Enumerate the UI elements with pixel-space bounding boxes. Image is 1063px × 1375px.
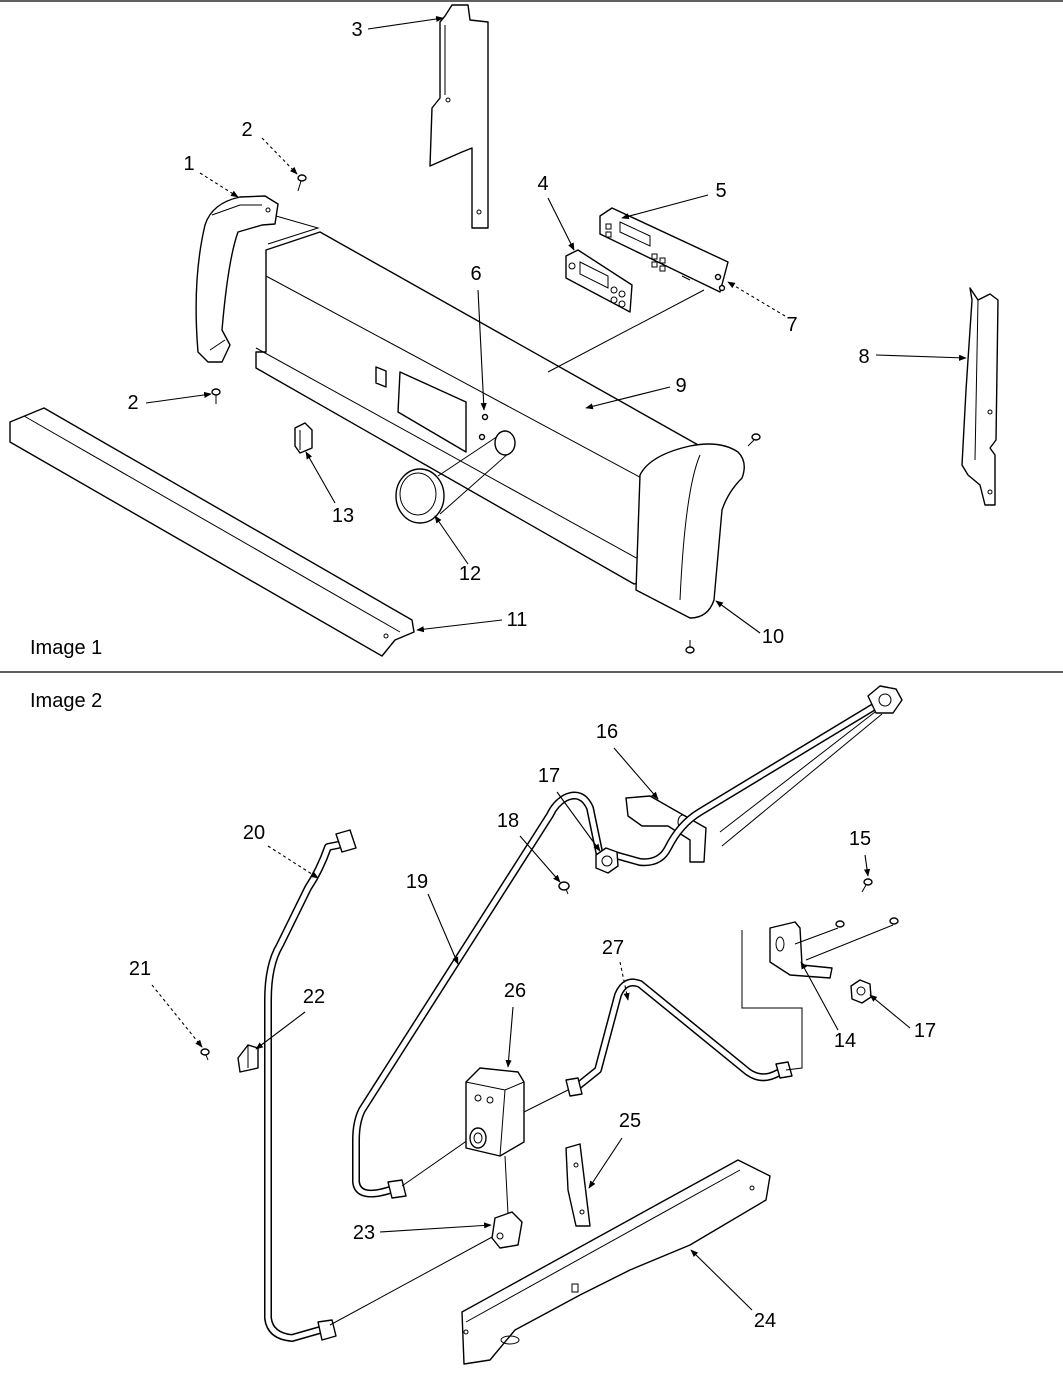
callout-label: 8: [858, 346, 869, 368]
part-20-tube: [268, 829, 357, 1340]
image-1-section: 3 2 1 4 5 6 7 8 9 2 13 12 11 10 Image 1: [9, 4, 999, 659]
part-2-screw-bottom: [211, 388, 221, 404]
part-27-tube: [565, 982, 793, 1097]
end-cap-screw-bottom: [685, 640, 695, 654]
callout-label: 19: [406, 871, 428, 893]
part-23-valve: [329, 1211, 523, 1326]
callout-label: 17: [914, 1020, 936, 1042]
callout-label: 18: [497, 810, 519, 832]
part-26-valve: [401, 1067, 569, 1215]
section-label-image-1: Image 1: [30, 637, 102, 659]
section-label-image-2: Image 2: [30, 690, 102, 712]
image-2-section: Image 2: [30, 685, 936, 1365]
callout-label: 13: [332, 505, 354, 527]
image-1-callouts: 3 2 1 4 5 6 7 8 9 2 13 12 11 10: [127, 19, 869, 648]
callout-label: 24: [754, 1310, 776, 1332]
part-6-holes: [478, 413, 489, 441]
part-5-control-board: [599, 207, 729, 293]
callout-label: 25: [619, 1110, 641, 1132]
callout-label: 23: [353, 1222, 375, 1244]
end-cap-screw-top: [747, 433, 761, 447]
part-3-bracket: [429, 4, 489, 229]
callout-label: 27: [602, 937, 624, 959]
callout-label: 26: [504, 980, 526, 1002]
manifold-lines: [719, 711, 883, 847]
callout-label: 2: [241, 119, 252, 141]
part-17-nut-top: [595, 847, 619, 874]
callout-label: 14: [834, 1030, 856, 1052]
callout-label: 3: [351, 19, 362, 41]
part-18-screw: [558, 881, 570, 895]
part-1-left-end-cap: [195, 195, 279, 363]
part-8-bracket: [961, 287, 999, 506]
display-window: [397, 371, 467, 453]
callout-label: 9: [675, 375, 686, 397]
part-19-tube: [356, 796, 600, 1199]
part-9-backguard-panel: [255, 215, 705, 585]
panel-slot: [375, 366, 387, 388]
part-21-screw: [200, 1048, 210, 1061]
part-11-trim: [9, 407, 415, 657]
image-2-leaders: [151, 747, 911, 1311]
callout-label: 11: [507, 609, 528, 631]
callout-label: 22: [303, 986, 325, 1008]
part-15-screw: [861, 878, 873, 893]
image-1-leaders: [145, 15, 967, 634]
callout-label: 15: [849, 828, 871, 850]
part-12-knob: [395, 430, 516, 524]
manifold-nut: [867, 685, 903, 714]
part-2-screw-top: [297, 174, 307, 192]
callout-label: 20: [243, 822, 265, 844]
part-14-bracket: [741, 921, 894, 1071]
part-25-bracket: [565, 1143, 591, 1227]
callout-label: 4: [537, 173, 548, 195]
callout-label: 12: [459, 563, 481, 585]
part-24-plate: [461, 1159, 771, 1365]
callout-label: 6: [470, 263, 481, 285]
part-4-overlay: [565, 249, 633, 313]
part-17-nut-right: [850, 979, 872, 1004]
bracket-screw: [835, 917, 899, 928]
image-2-callouts: 16 17 18 19 20 15 21 22 27 26 14 17 25 2…: [129, 721, 936, 1332]
part-13-clip: [294, 422, 313, 454]
callout-label: 5: [715, 180, 726, 202]
part-7-screws: [714, 273, 726, 292]
callout-label: 10: [762, 626, 784, 648]
part-10-right-end-cap: [635, 433, 761, 654]
part-22-clip: [237, 1044, 259, 1073]
callout-label: 7: [786, 314, 797, 336]
supply-tube: [615, 708, 872, 862]
callout-label: 21: [129, 958, 151, 980]
callout-label: 1: [183, 153, 194, 175]
callout-label: 17: [538, 765, 560, 787]
callout-label: 16: [596, 721, 618, 743]
callout-label: 2: [127, 392, 138, 414]
